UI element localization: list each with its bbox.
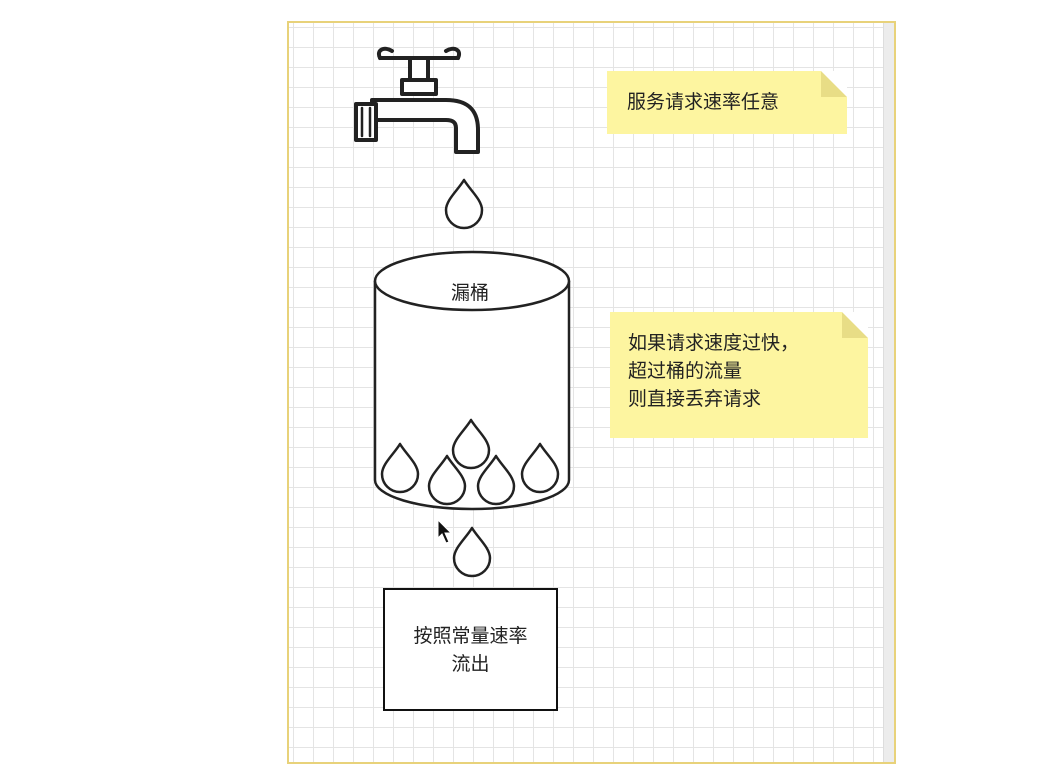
note-overflow-line: 则直接丢弃请求: [628, 388, 762, 410]
water-drop-icon: [452, 526, 492, 578]
note-request-rate-text: 服务请求速率任意: [627, 91, 780, 113]
note-request-rate: 服务请求速率任意: [607, 71, 847, 134]
note-overflow: 如果请求速度过快， 超过桶的流量 则直接丢弃请求: [610, 312, 868, 438]
note-overflow-line: 如果请求速度过快，: [628, 332, 800, 354]
outflow-box: 按照常量速率 流出: [383, 588, 558, 711]
note-fold-corner: [821, 71, 847, 97]
bucket-label: 漏桶: [450, 282, 489, 304]
leaky-bucket: [373, 250, 571, 511]
faucet-icon: [354, 46, 480, 154]
note-fold-corner: [842, 312, 868, 338]
canvas-scrollbar[interactable]: [883, 23, 894, 762]
mouse-pointer-icon: [437, 518, 453, 544]
outflow-line: 按照常量速率: [413, 624, 528, 647]
water-drop-icon: [444, 178, 484, 230]
note-overflow-line: 超过桶的流量: [628, 360, 743, 382]
outflow-line: 流出: [451, 652, 490, 675]
